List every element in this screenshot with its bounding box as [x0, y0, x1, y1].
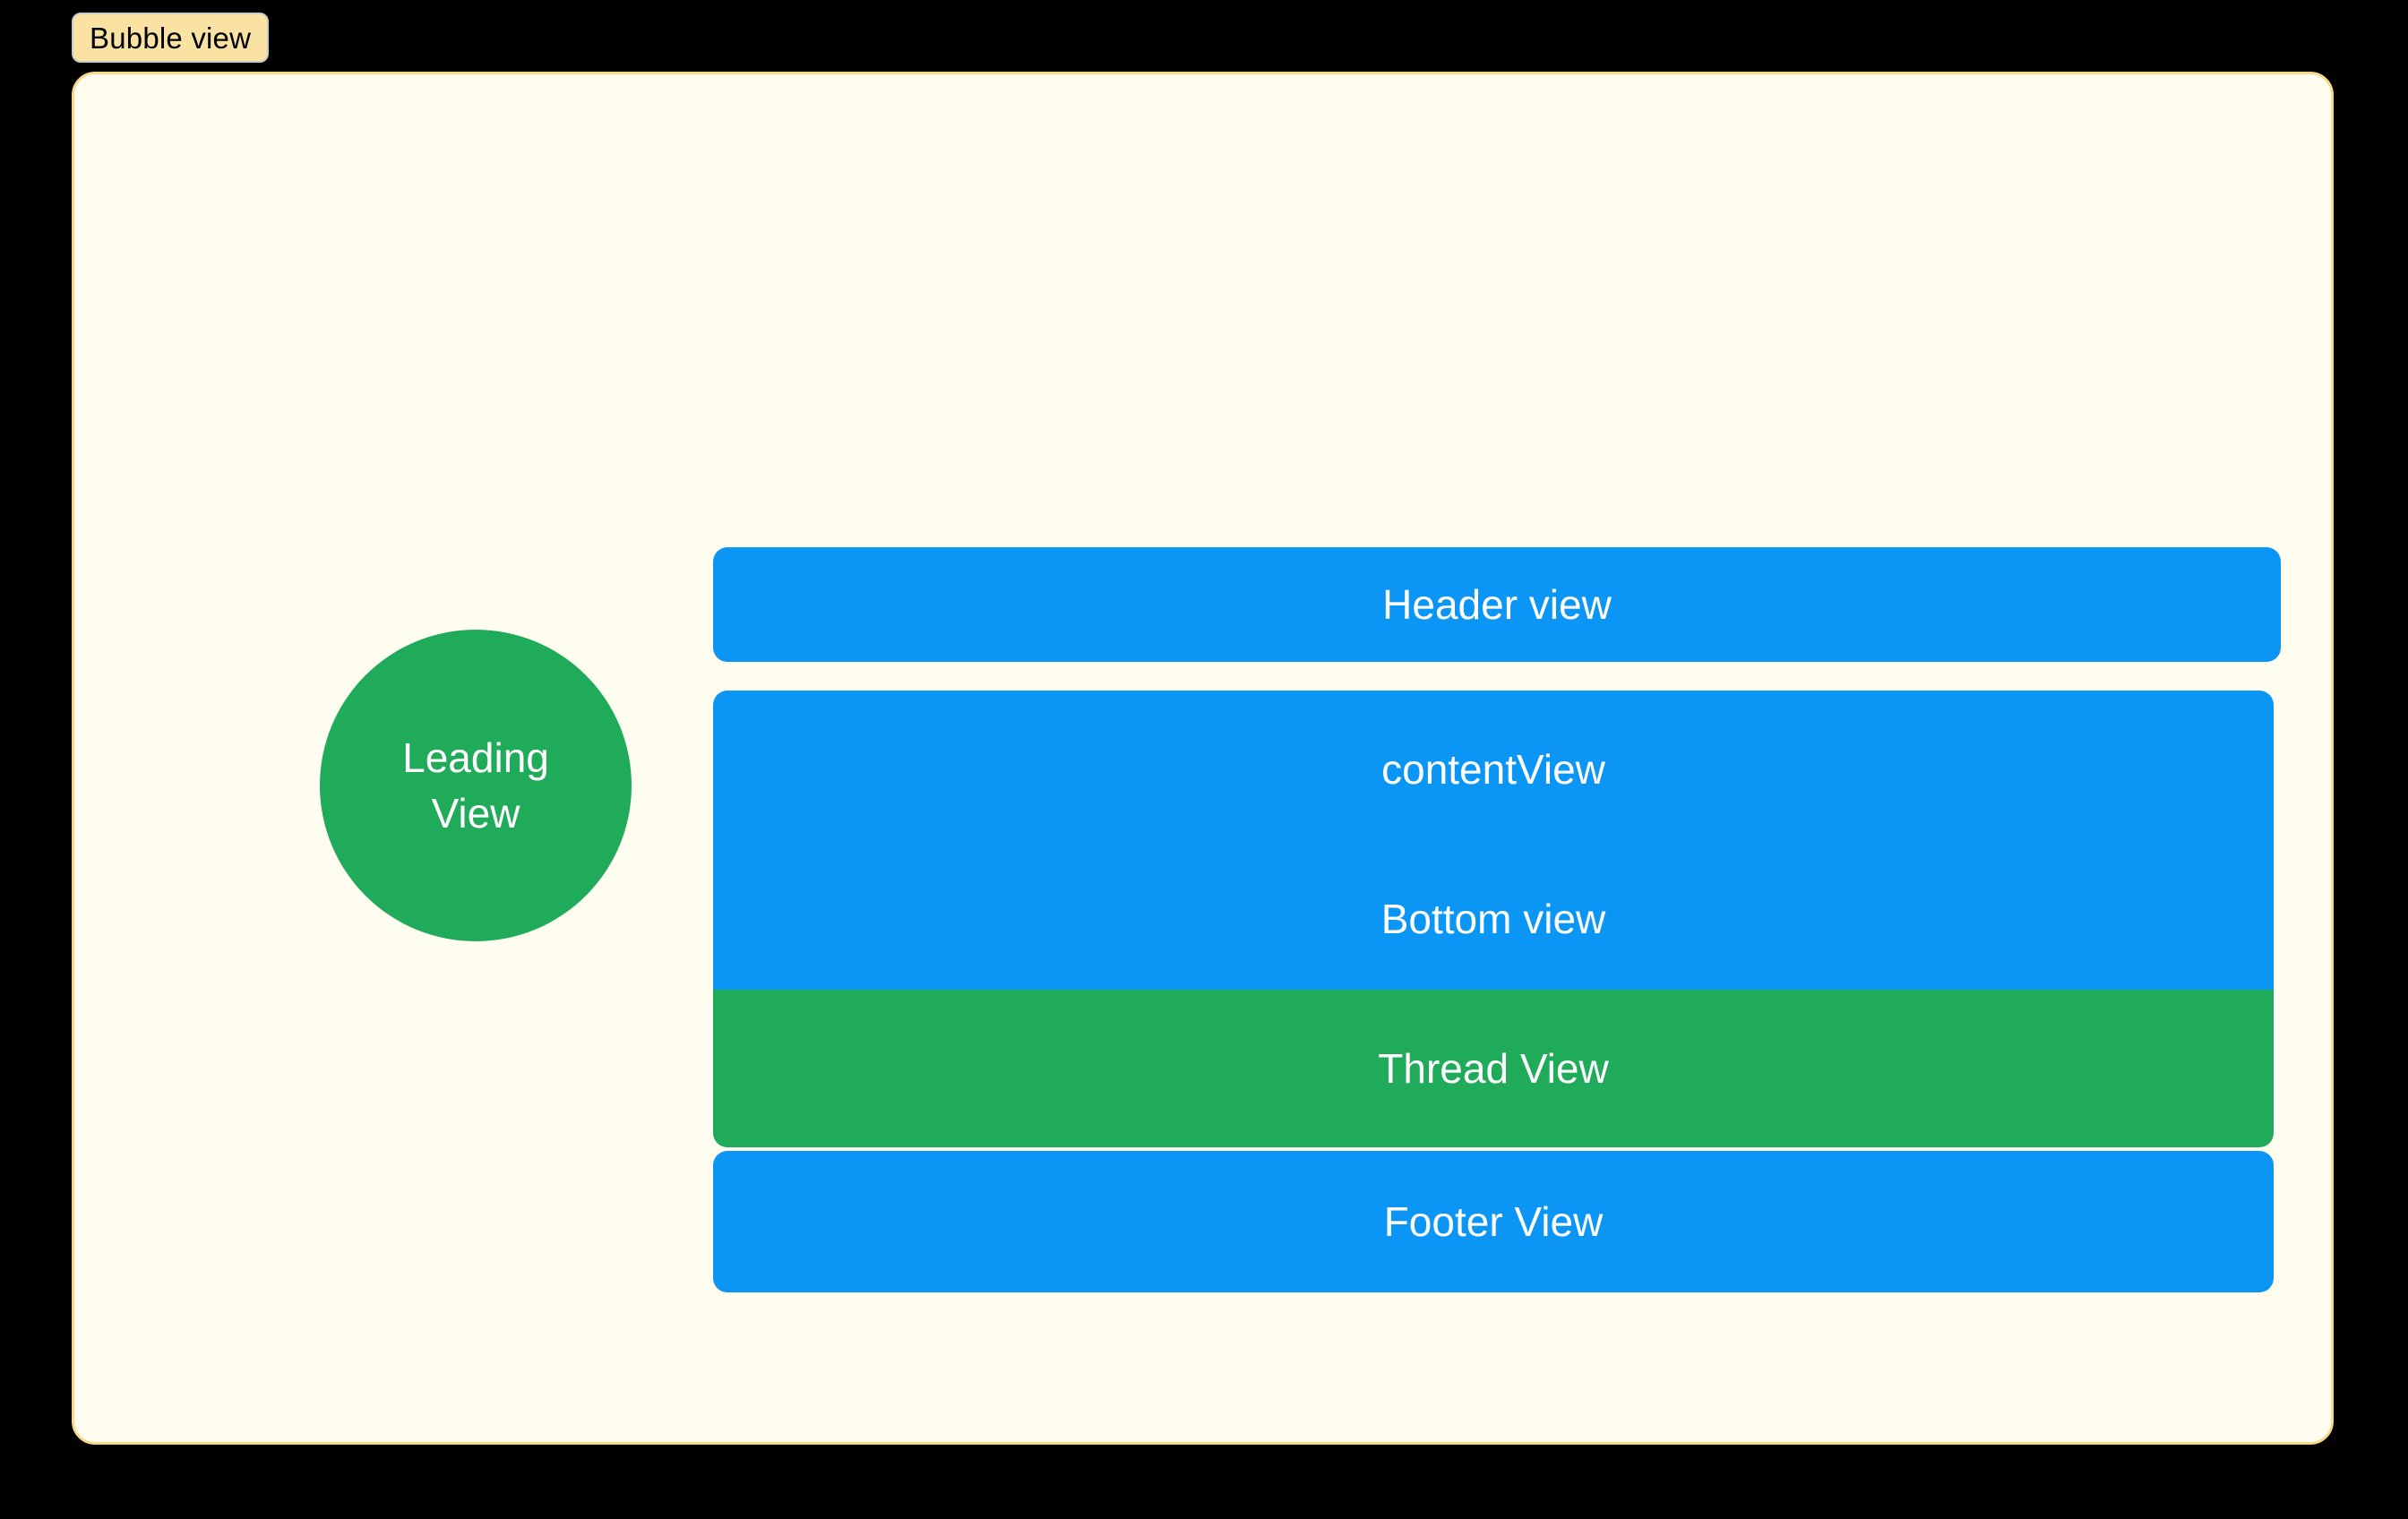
leading-view-circle[interactable]: Leading View — [320, 630, 632, 941]
thread-view-bar[interactable]: Thread View — [713, 990, 2274, 1147]
leading-view-label-line1: Leading — [402, 734, 549, 781]
header-view-label: Header view — [1382, 581, 1612, 628]
header-view-bar[interactable]: Header view — [713, 547, 2281, 662]
bubble-view-tag-label: Bubble view — [90, 21, 252, 55]
content-view-group: contentView Bottom view Thread View — [713, 691, 2274, 1147]
content-view-bar[interactable]: contentView Bottom view — [713, 691, 2274, 990]
leading-view-label-line2: View — [431, 790, 520, 837]
bubble-view-tag[interactable]: Bubble view — [72, 13, 270, 63]
bubble-view-container: Leading View Header view contentView Bot… — [72, 72, 2334, 1445]
bottom-view-bar[interactable]: Bottom view — [713, 848, 2274, 990]
thread-view-label: Thread View — [1378, 1045, 1609, 1092]
footer-view-bar[interactable]: Footer View — [713, 1151, 2274, 1292]
footer-view-label: Footer View — [1383, 1198, 1604, 1245]
bottom-view-label: Bottom view — [1380, 896, 1606, 942]
content-view-label: contentView — [1381, 746, 1605, 793]
content-view-label-wrap: contentView — [713, 691, 2274, 848]
